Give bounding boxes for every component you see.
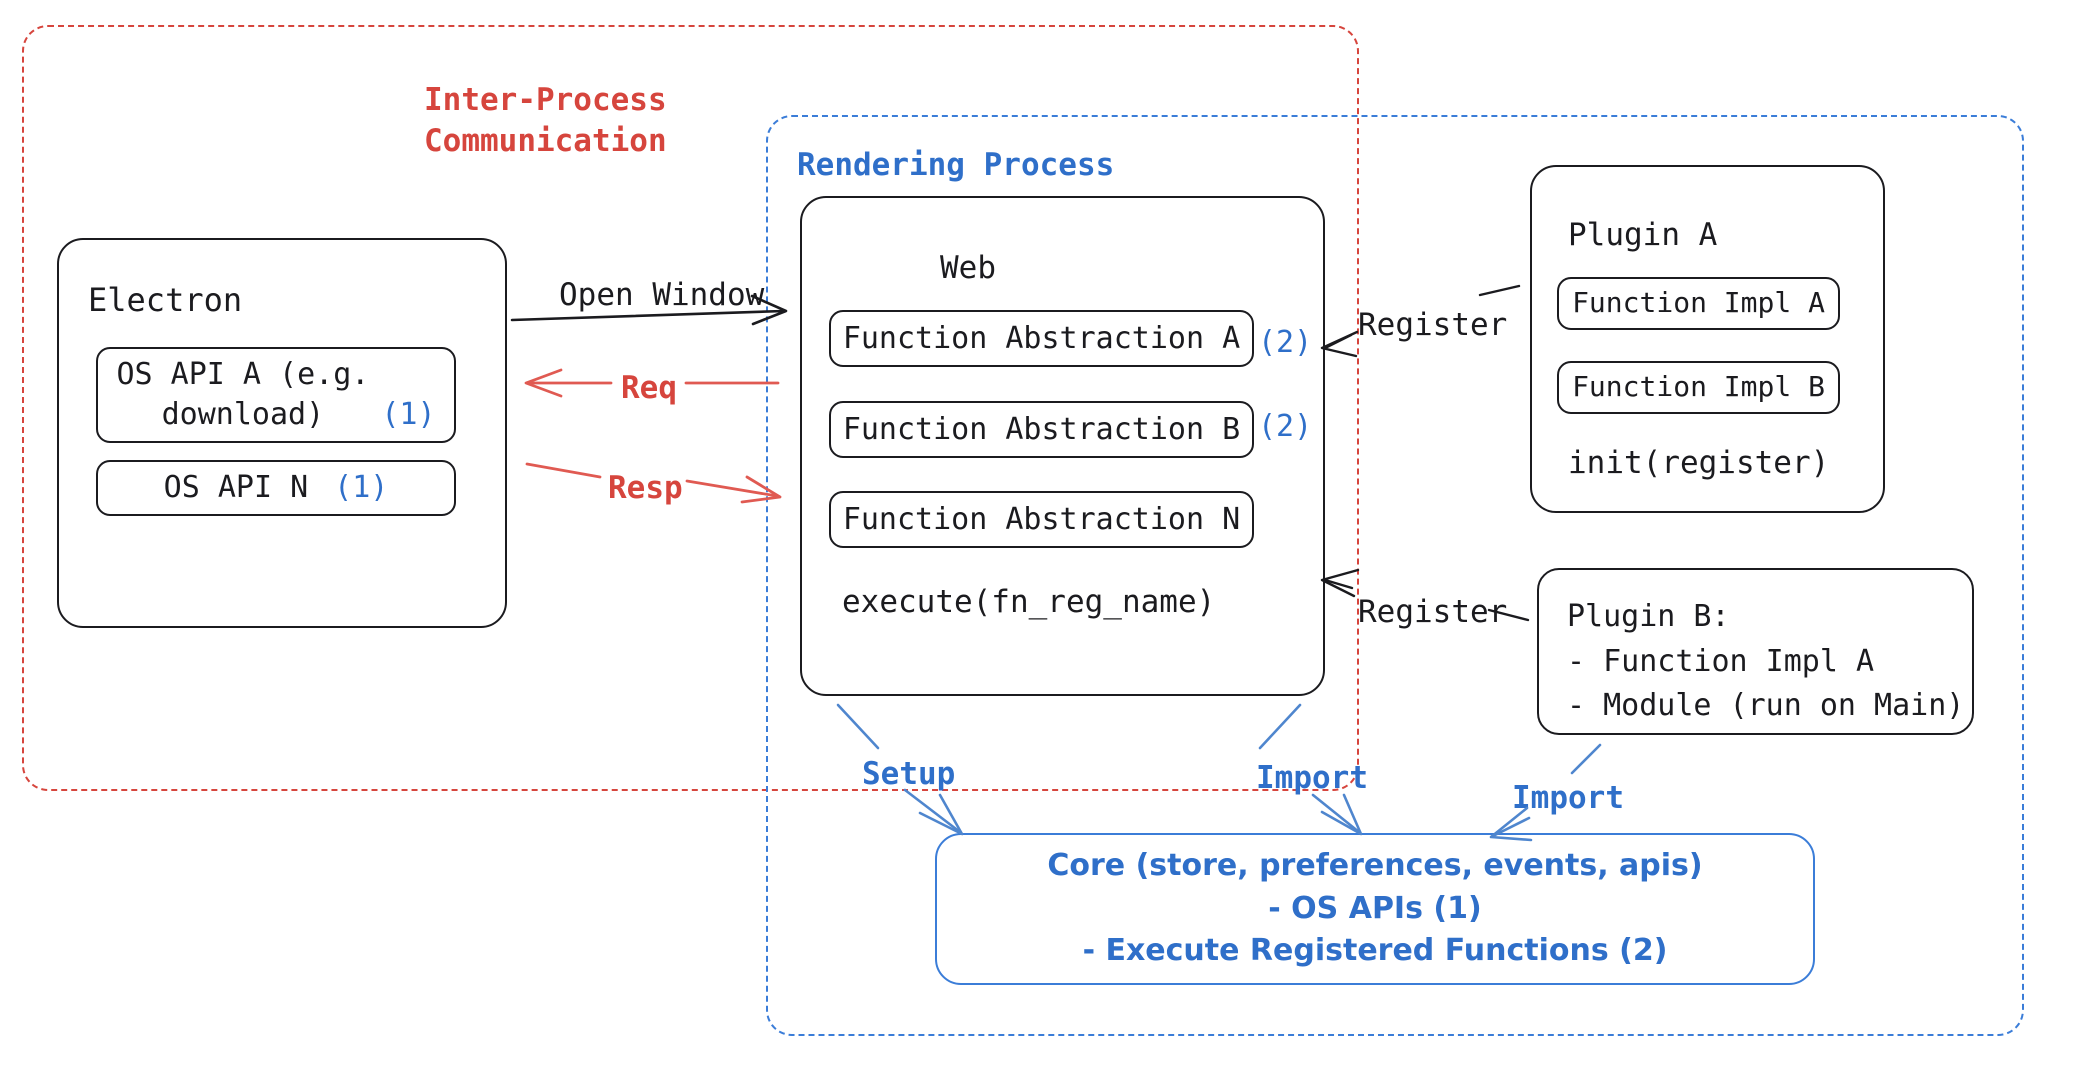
- plugin-a-function-impl-b-box[interactable]: Function Impl B: [1557, 361, 1840, 414]
- plugin-b-line-1: - Function Impl A: [1567, 644, 1875, 679]
- rendering-process-label: Rendering Process: [797, 147, 1115, 183]
- ipc-region-label: Inter-Process Communication: [424, 82, 667, 159]
- os-api-n-box[interactable]: OS API N (1): [96, 460, 456, 516]
- web-execute-footer: execute(fn_reg_name): [842, 584, 1216, 620]
- plugin-b-line-2: - Module (run on Main): [1567, 688, 1965, 723]
- function-abstraction-a-label: Function Abstraction A: [842, 320, 1241, 356]
- os-api-a-box[interactable]: OS API A (e.g. download) (1): [96, 347, 456, 443]
- req-arrow-label: Req: [621, 370, 677, 406]
- import-web-arrow-label: Import: [1256, 760, 1368, 796]
- core-line-3: - Execute Registered Functions (2): [1082, 933, 1668, 969]
- web-title: Web: [940, 250, 996, 286]
- function-abstraction-b-marker: (2): [1258, 409, 1313, 444]
- ipc-region: [22, 25, 1359, 791]
- function-abstraction-a-box[interactable]: Function Abstraction A: [829, 310, 1254, 367]
- function-abstraction-b-label: Function Abstraction B: [842, 411, 1241, 447]
- electron-title: Electron: [88, 281, 243, 319]
- os-api-a-marker: (1): [381, 397, 436, 432]
- os-api-a-label: OS API A (e.g. download): [116, 357, 370, 432]
- plugin-a-init-footer: init(register): [1568, 445, 1830, 481]
- plugin-a-function-impl-a-label: Function Impl A: [1572, 286, 1825, 320]
- register-plugin-a-arrow-label: Register: [1358, 307, 1508, 343]
- plugin-a-box: [1530, 165, 1885, 513]
- register-plugin-b-arrow-label: Register: [1358, 594, 1508, 630]
- function-abstraction-n-label: Function Abstraction N: [842, 501, 1241, 537]
- rendering-process-region: [766, 115, 2024, 1036]
- plugin-b-title: Plugin B:: [1567, 599, 1730, 634]
- function-abstraction-a-marker: (2): [1258, 325, 1313, 360]
- plugin-a-function-impl-a-box[interactable]: Function Impl A: [1557, 277, 1840, 330]
- setup-arrow-label: Setup: [862, 756, 956, 792]
- core-box: Core (store, preferences, events, apis) …: [935, 833, 1815, 985]
- plugin-a-function-impl-b-label: Function Impl B: [1572, 370, 1825, 404]
- os-api-n-marker: (1): [334, 470, 389, 506]
- plugin-b-box: [1537, 568, 1974, 735]
- core-line-2: - OS APIs (1): [1268, 890, 1482, 926]
- resp-arrow-label: Resp: [608, 470, 683, 506]
- function-abstraction-b-box[interactable]: Function Abstraction B: [829, 401, 1254, 458]
- os-api-n-label: OS API N: [163, 470, 309, 506]
- core-line-1: Core (store, preferences, events, apis): [1047, 848, 1703, 884]
- function-abstraction-n-box[interactable]: Function Abstraction N: [829, 491, 1254, 548]
- open-window-arrow-label: Open Window: [559, 277, 765, 313]
- import-plugin-b-arrow-label: Import: [1512, 780, 1624, 816]
- plugin-a-title: Plugin A: [1568, 217, 1718, 253]
